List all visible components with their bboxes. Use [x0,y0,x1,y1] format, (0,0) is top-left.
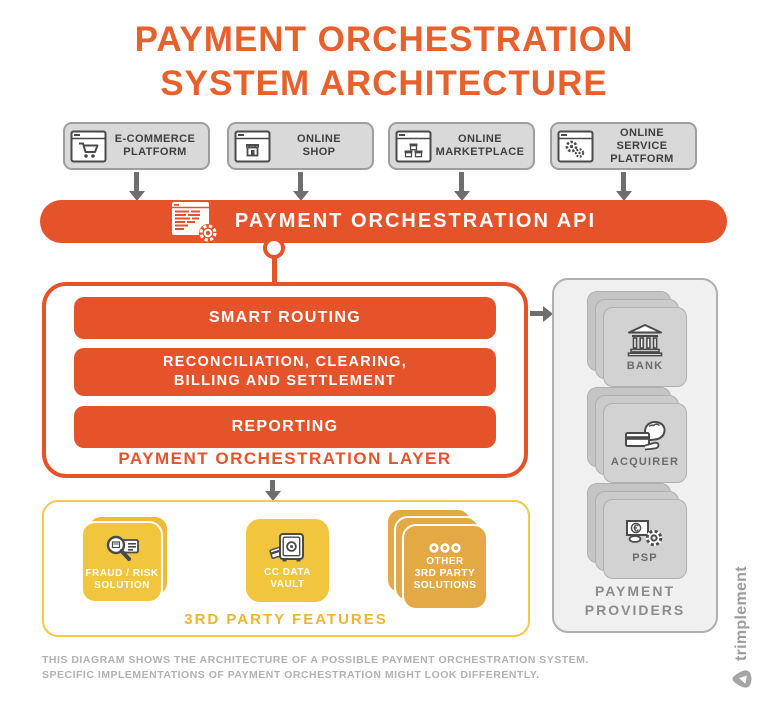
source-box-online-shop: ONLINE SHOP [227,122,374,170]
browser-gears-icon [557,130,594,162]
payment-providers-label: PAYMENT PROVIDERS [584,583,686,618]
arrow-shop-to-api [298,172,303,191]
source-label: E-COMMERCE PLATFORM [114,133,196,158]
module-smart-routing: SMART ROUTING [74,297,496,339]
browser-storefront-icon [234,130,271,162]
third-party-item-label: FRAUD / RISK SOLUTION [85,567,159,591]
api-bar-label: PAYMENT ORCHESTRATION API [234,210,597,232]
stack-card-front: FRAUD / RISK SOLUTION [81,521,163,603]
module-reconciliation-clearing-billing-settlement: RECONCILIATION, CLEARING, BILLING AND SE… [74,348,496,396]
brand-name: trimplement [733,566,750,661]
module-reporting: REPORTING [74,406,496,448]
source-box-online-marketplace: ONLINE MARKETPLACE [388,122,535,170]
other-solutions-stack: OTHER 3RD PARTY SOLUTIONS [386,508,489,611]
arrow-marketplace-to-api [459,172,464,191]
code-window-gear-icon [171,202,217,242]
provider-label: PSP [632,551,658,564]
svg-text:€: € [633,523,639,534]
acquirer-stack: ACQUIRER [587,387,687,483]
arrow-ecommerce-to-api [134,172,139,191]
stack-card-front: BANK [603,307,687,387]
ellipsis-icon [429,542,461,553]
stack-card-front: OTHER 3RD PARTY SOLUTIONS [402,524,488,610]
footnote: THIS DIAGRAM SHOWS THE ARCHITECTURE OF A… [42,654,589,681]
browser-cart-icon [70,130,107,162]
source-label: ONLINE SERVICE PLATFORM [610,126,674,165]
payment-providers-panel: BANK ACQUIRER € [552,278,718,633]
provider-label: ACQUIRER [610,455,680,468]
payment-orchestration-layer-box: SMART ROUTING RECONCILIATION, CLEARING, … [42,282,528,478]
bank-stack: BANK [587,291,687,387]
arrow-service-to-api [621,172,626,191]
third-party-features-label: 3RD PARTY FEATURES [184,611,388,628]
stack-card-front: € PSP [603,499,687,579]
bank-icon [627,323,663,356]
hand-card-icon [625,420,666,450]
source-label: ONLINE SHOP [297,133,341,158]
source-box-ecommerce-platform: E-COMMERCE PLATFORM [63,122,210,170]
third-party-item-label: CC DATA VAULT [263,566,311,590]
euro-gear-icon: € [626,519,663,546]
source-box-online-service-platform: ONLINE SERVICE PLATFORM [550,122,697,170]
branding: trimplement [731,566,753,690]
stack-card-front: ACQUIRER [603,403,687,483]
page-title: PAYMENT ORCHESTRATION SYSTEM ARCHITECTUR… [134,20,634,103]
arrow-layer-to-third-party [270,480,275,491]
browser-marketplace-icon [395,130,432,162]
cc-data-vault-card: CC DATA VAULT [244,517,331,604]
fraud-risk-solution-stack: FRAUD / RISK SOLUTION [81,515,171,605]
trimplement-logo-icon [732,670,752,688]
provider-label: BANK [626,359,664,372]
source-label: ONLINE MARKETPLACE [435,133,525,158]
magnifier-card-icon [106,535,139,561]
api-to-layer-connector-line [272,257,277,284]
third-party-features-box: FRAUD / RISK SOLUTION CC DATA VAULT [42,500,530,637]
payment-orchestration-api-bar: PAYMENT ORCHESTRATION API [40,200,727,243]
orchestration-layer-label: PAYMENT ORCHESTRATION LAYER [118,449,452,468]
psp-stack: € PSP [587,483,687,579]
api-to-layer-connector-dot [263,237,285,259]
arrow-routing-to-providers [530,311,543,316]
third-party-item-label: OTHER 3RD PARTY SOLUTIONS [413,555,477,591]
vault-icon [268,532,304,561]
